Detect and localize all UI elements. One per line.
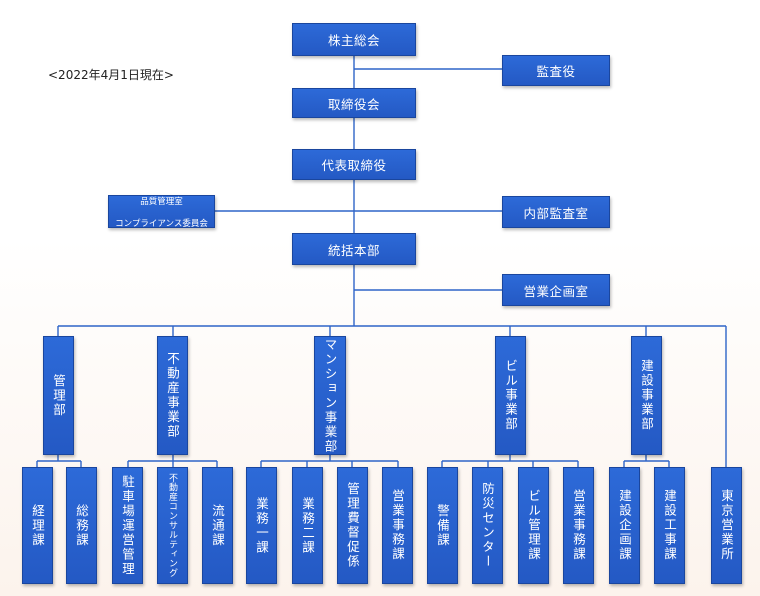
section-general-affairs: 総務課 [66,467,97,584]
section-parking: 駐車場運営管理 [112,467,143,584]
division-building: ビル事業部 [495,336,526,455]
section-accounting: 経理課 [22,467,53,584]
quality-compliance-box: 品質管理室 コンプライアンス委員会 [108,195,215,229]
section-business-2: 業務二課 [292,467,323,584]
section-construction-planning: 建設企画課 [609,467,640,584]
sales-planning-box: 営業企画室 [502,274,610,306]
president-box: 代表取締役 [292,149,416,180]
section-distribution: 流通課 [202,467,233,584]
headquarters-box: 統括本部 [292,233,416,265]
division-construction: 建設事業部 [631,336,662,455]
shareholders-box: 株主総会 [292,23,416,56]
section-consulting: 不動産コンサルティング [157,467,188,584]
internal-audit-box: 内部監査室 [502,196,610,228]
auditor-box: 監査役 [502,55,610,86]
section-sales-admin-building: 営業事務課 [563,467,594,584]
compliance-committee-label: コンプライアンス委員会 [115,218,208,229]
section-security: 警備課 [427,467,458,584]
as-of-date: <2022年4月1日現在> [48,68,174,82]
division-real-estate: 不動産事業部 [157,336,188,455]
section-business-1: 業務一課 [246,467,277,584]
section-construction-works: 建設工事課 [654,467,685,584]
section-fee-collection: 管理費督促係 [337,467,368,584]
section-sales-admin-mansion: 営業事務課 [382,467,413,584]
section-building-management: ビル管理課 [518,467,549,584]
division-mansion: マンション事業部 [314,336,346,455]
section-disaster-center: 防災センター [472,467,503,584]
board-box: 取締役会 [292,88,416,118]
section-tokyo-office: 東京営業所 [711,467,742,584]
quality-control-label: 品質管理室 [140,196,183,207]
division-admin: 管理部 [43,336,74,455]
